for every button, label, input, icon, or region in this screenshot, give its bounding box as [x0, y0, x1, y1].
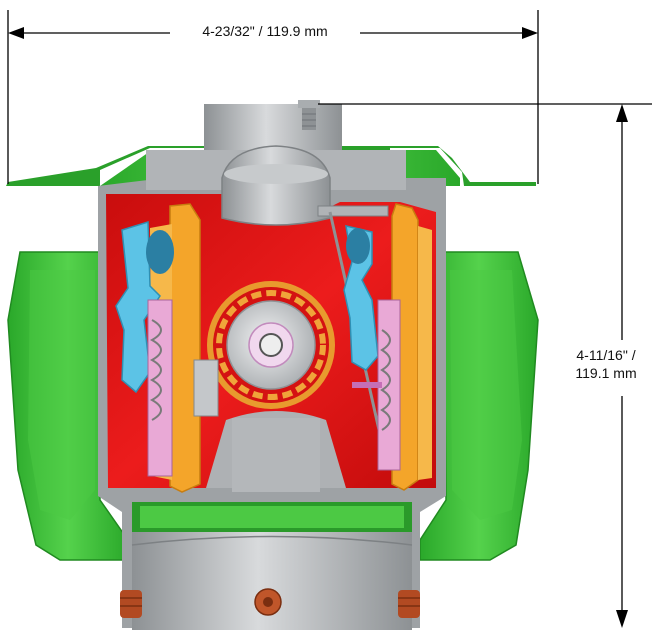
- right-pink-spring-pack: [352, 299, 401, 471]
- green-sight-window: [132, 502, 412, 532]
- height-dimension-label: 4-11/16" / 119.1 mm: [560, 346, 652, 382]
- left-blue-switch-arm: [115, 220, 174, 394]
- bottom-mounting-cylinder: [131, 532, 413, 630]
- center-copper-stud: [254, 588, 282, 616]
- right-blue-switch-arm: [343, 225, 379, 371]
- left-lower-block: [193, 359, 219, 417]
- left-pink-spring-pack: [147, 299, 173, 477]
- center-dome: [221, 145, 389, 226]
- top-adjust-screw: [298, 100, 320, 130]
- right-green-skirt: [419, 251, 539, 561]
- right-copper-stud: [398, 590, 420, 618]
- width-dimension-label: 4-23/32" / 119.9 mm: [170, 22, 360, 40]
- lower-bulkhead: [206, 411, 346, 492]
- left-copper-stud: [120, 590, 142, 618]
- width-dimension-line: [7, 10, 539, 184]
- center-gear-assembly: [207, 281, 335, 409]
- height-dimension-line: [318, 103, 652, 628]
